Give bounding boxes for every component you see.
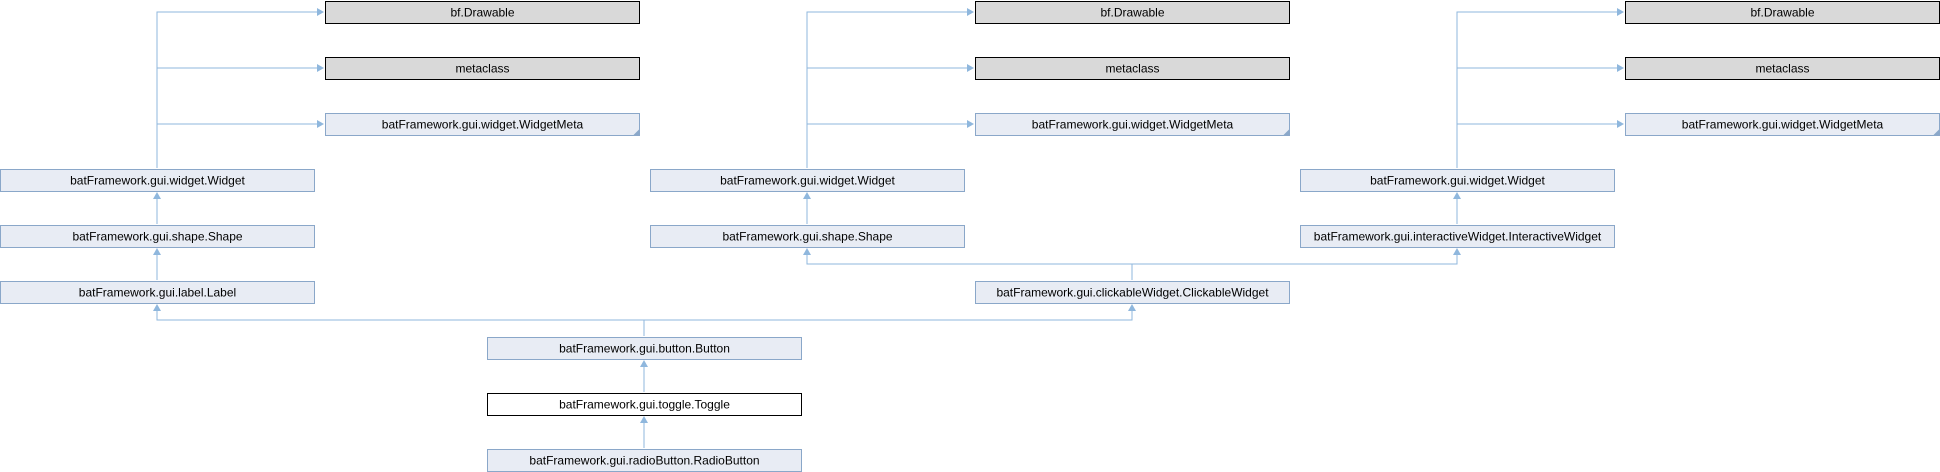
class-node-label: batFramework.gui.interactiveWidget.Inter… [1314, 230, 1602, 244]
class-node-label: batFramework.gui.widget.Widget [720, 174, 895, 188]
class-node-label: batFramework.gui.widget.WidgetMeta [382, 118, 584, 132]
inheritance-arrowhead [1617, 120, 1624, 128]
inheritance-arrowhead [640, 360, 648, 367]
class-node-box [0, 281, 315, 304]
class-node-label: batFramework.gui.label.Label [79, 286, 236, 300]
class-node-widgetmeta-a[interactable]: batFramework.gui.widget.WidgetMeta [325, 113, 640, 136]
class-node-box [975, 1, 1290, 24]
edge-widget-a-to-drawable-a [156, 11, 318, 168]
inheritance-arrowhead [967, 64, 974, 72]
edges [156, 11, 1618, 448]
class-node-label: batFramework.gui.widget.WidgetMeta [1032, 118, 1234, 132]
inheritance-arrowhead [1453, 248, 1461, 255]
class-node-label: bf.Drawable [450, 6, 514, 20]
class-node-box [325, 113, 640, 136]
inheritance-arrowhead [153, 248, 161, 255]
class-node-widget-b[interactable]: batFramework.gui.widget.Widget [650, 169, 965, 192]
class-node-label: batFramework.gui.button.Button [559, 342, 730, 356]
inheritance-arrowhead [967, 120, 974, 128]
class-node-radiobutton[interactable]: batFramework.gui.radioButton.RadioButton [487, 449, 802, 472]
class-node-box [0, 169, 315, 192]
folded-corner-icon [633, 129, 640, 136]
class-node-box [325, 57, 640, 80]
folded-corner-icon [1283, 129, 1290, 136]
edge-widget-c-to-drawable-c [1456, 11, 1618, 168]
inheritance-arrowhead [317, 8, 324, 16]
class-node-box [1300, 169, 1615, 192]
edge-button-to-clickable [644, 306, 1133, 321]
class-node-widgetmeta-b[interactable]: batFramework.gui.widget.WidgetMeta [975, 113, 1290, 136]
class-node-drawable-c[interactable]: bf.Drawable [1625, 1, 1940, 24]
class-node-toggle[interactable]: batFramework.gui.toggle.Toggle [487, 393, 802, 416]
arrowheads [153, 8, 1624, 423]
inheritance-arrowhead [1617, 64, 1624, 72]
inheritance-arrowhead [317, 64, 324, 72]
class-node-box [975, 113, 1290, 136]
class-node-label: batFramework.gui.shape.Shape [722, 230, 892, 244]
class-node-button[interactable]: batFramework.gui.button.Button [487, 337, 802, 360]
class-node-box [650, 225, 965, 248]
class-node-widget-c[interactable]: batFramework.gui.widget.Widget [1300, 169, 1615, 192]
inheritance-arrowhead [1453, 192, 1461, 199]
class-node-widget-a[interactable]: batFramework.gui.widget.Widget [0, 169, 315, 192]
class-node-box [975, 57, 1290, 80]
edge-clickable-to-interactive [1132, 250, 1458, 265]
inheritance-arrowhead [153, 192, 161, 199]
class-node-label: metaclass [455, 62, 509, 76]
class-node-shape-a[interactable]: batFramework.gui.shape.Shape [0, 225, 315, 248]
class-node-metaclass-b[interactable]: metaclass [975, 57, 1290, 80]
inheritance-arrowhead [153, 304, 161, 311]
class-node-label: bf.Drawable [1750, 6, 1814, 20]
class-node-metaclass-a[interactable]: metaclass [325, 57, 640, 80]
class-node-label[interactable]: batFramework.gui.label.Label [0, 281, 315, 304]
class-node-drawable-a[interactable]: bf.Drawable [325, 1, 640, 24]
class-node-label: metaclass [1105, 62, 1159, 76]
inheritance-arrowhead [640, 416, 648, 423]
class-node-metaclass-c[interactable]: metaclass [1625, 57, 1940, 80]
class-node-label: metaclass [1755, 62, 1809, 76]
class-node-interactive[interactable]: batFramework.gui.interactiveWidget.Inter… [1300, 225, 1615, 248]
class-node-box [1300, 225, 1615, 248]
class-node-label: bf.Drawable [1100, 6, 1164, 20]
inheritance-arrowhead [967, 8, 974, 16]
edge-widget-b-to-drawable-b [806, 11, 968, 168]
inheritance-arrowhead [1617, 8, 1624, 16]
class-node-box [487, 337, 802, 360]
class-node-shape-b[interactable]: batFramework.gui.shape.Shape [650, 225, 965, 248]
inheritance-arrowhead [803, 192, 811, 199]
class-node-label: batFramework.gui.toggle.Toggle [559, 398, 730, 412]
class-node-box [975, 281, 1290, 304]
class-node-box [650, 169, 965, 192]
class-node-clickable[interactable]: batFramework.gui.clickableWidget.Clickab… [975, 281, 1290, 304]
class-node-label: batFramework.gui.widget.WidgetMeta [1682, 118, 1884, 132]
class-node-label: batFramework.gui.shape.Shape [72, 230, 242, 244]
class-node-drawable-b[interactable]: bf.Drawable [975, 1, 1290, 24]
inheritance-arrowhead [1128, 304, 1136, 311]
folded-corner-icon [1933, 129, 1940, 136]
class-node-widgetmeta-c[interactable]: batFramework.gui.widget.WidgetMeta [1625, 113, 1940, 136]
class-node-label: batFramework.gui.clickableWidget.Clickab… [996, 286, 1269, 300]
edge-clickable-to-shape-b [806, 250, 1133, 280]
class-node-box [325, 1, 640, 24]
edge-button-to-label [156, 306, 645, 336]
class-node-box [487, 393, 802, 416]
inheritance-arrowhead [317, 120, 324, 128]
class-node-label: batFramework.gui.widget.Widget [70, 174, 245, 188]
class-node-box [0, 225, 315, 248]
class-node-label: batFramework.gui.widget.Widget [1370, 174, 1545, 188]
class-node-label: batFramework.gui.radioButton.RadioButton [529, 454, 759, 468]
inheritance-arrowhead [803, 248, 811, 255]
